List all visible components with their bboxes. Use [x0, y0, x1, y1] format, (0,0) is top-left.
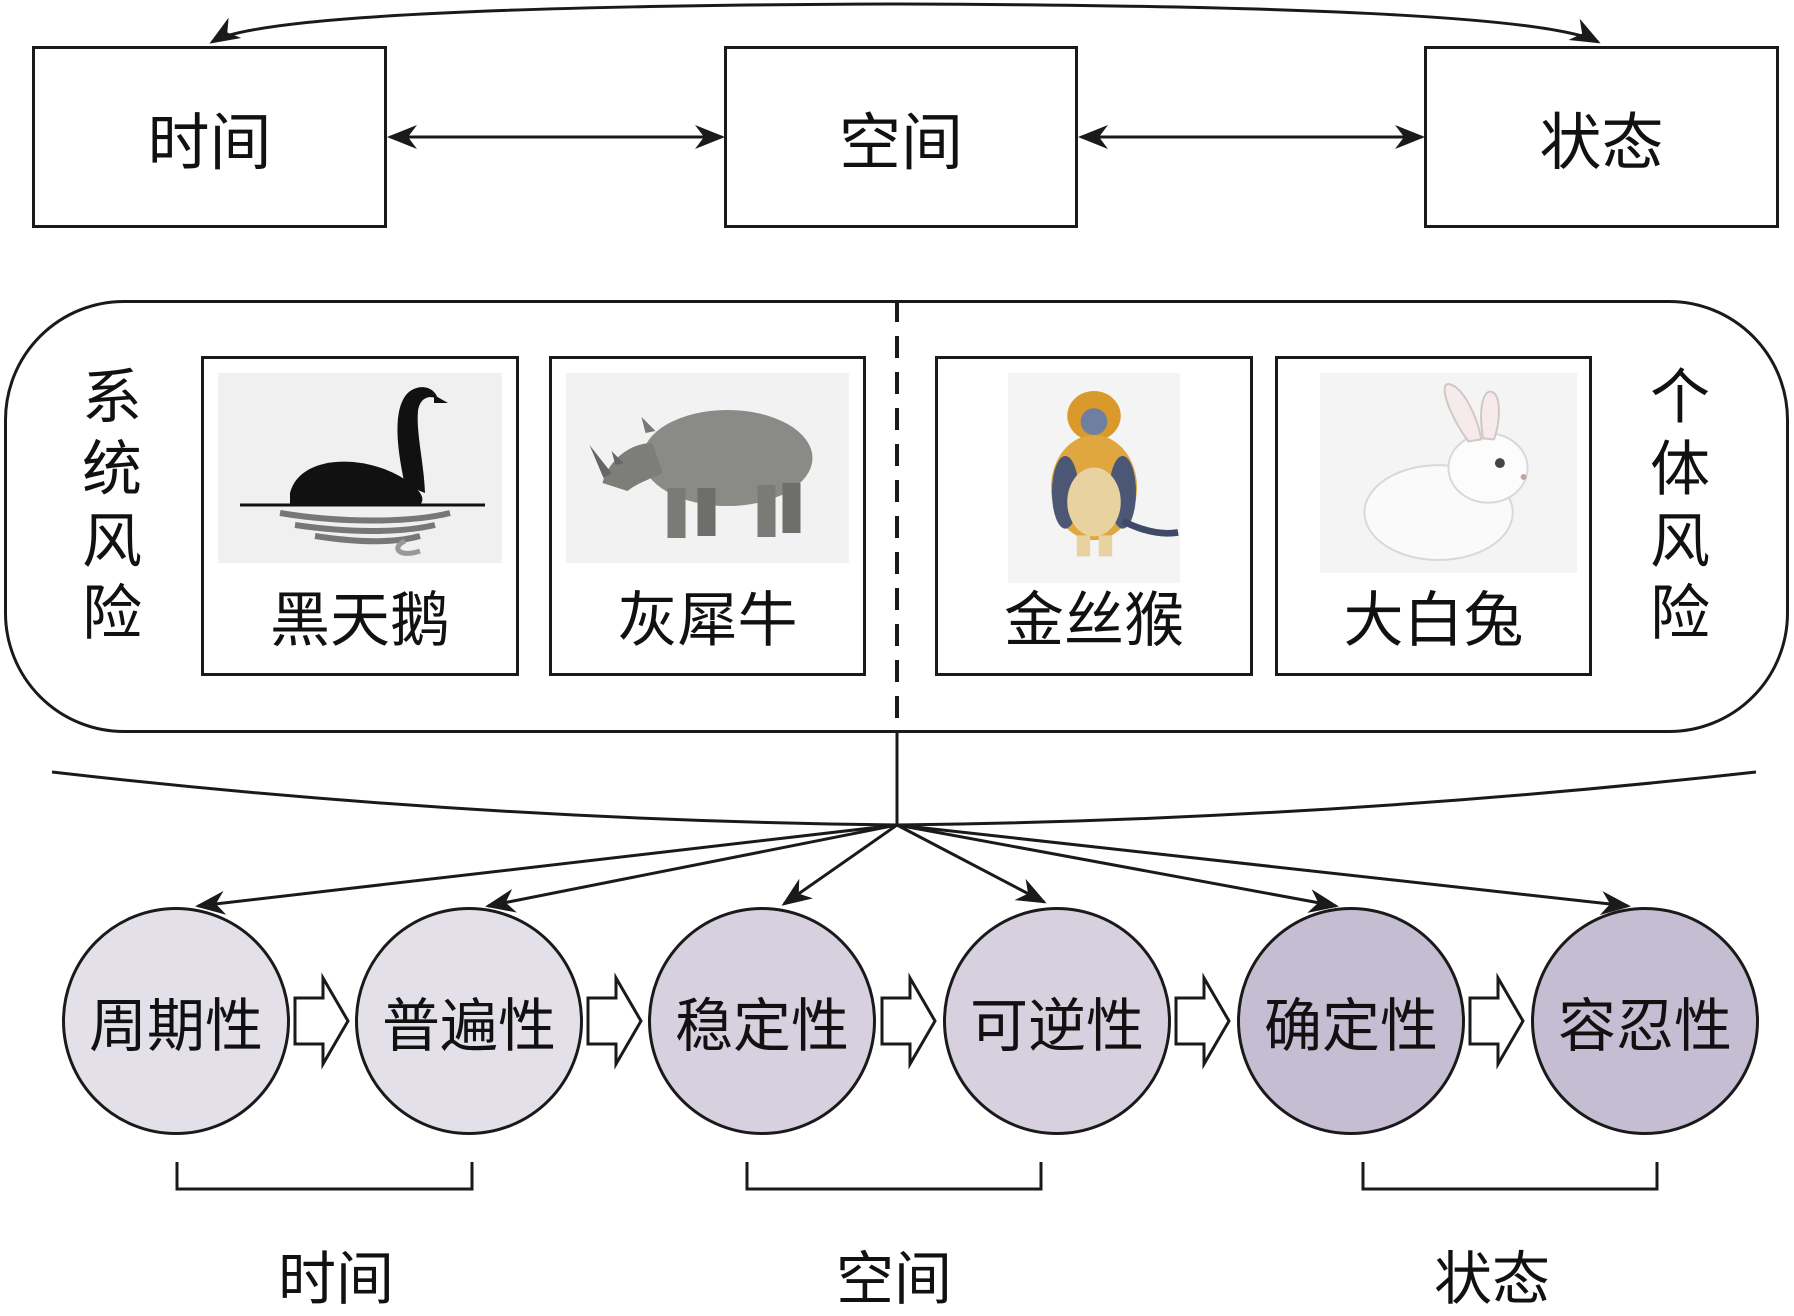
white-rabbit-icon — [1320, 373, 1577, 573]
block-arrow — [293, 972, 350, 1070]
space-box: 空间 — [724, 46, 1078, 228]
systemic-risk-label: 系统风险 — [82, 363, 142, 649]
card-white-rabbit: 大白兔 — [1275, 356, 1592, 676]
golden-monkey-icon — [1008, 373, 1180, 583]
brace-curve — [51, 770, 1757, 827]
block-arrow — [586, 972, 643, 1070]
black-swan-icon — [218, 373, 502, 563]
block-arrow — [880, 972, 937, 1070]
property-universality: 普遍性 — [355, 907, 583, 1135]
fan-arrow — [781, 823, 898, 906]
property-tolerance: 容忍性 — [1531, 907, 1759, 1135]
card-golden-monkey: 金丝猴 — [935, 356, 1253, 676]
card-label: 大白兔 — [1343, 586, 1524, 656]
card-label: 灰犀牛 — [617, 586, 798, 656]
individual-risk-label: 个体风险 — [1650, 363, 1710, 649]
property-certainty: 确定性 — [1237, 907, 1465, 1135]
time-box: 时间 — [32, 46, 387, 228]
fan-arrow — [896, 823, 1339, 913]
group-space-label: 空间 — [835, 1245, 952, 1313]
fan-arrow — [896, 823, 1631, 915]
property-periodicity: 周期性 — [62, 907, 290, 1135]
block-arrow — [1174, 972, 1231, 1070]
block-arrow — [1468, 972, 1525, 1070]
group-bracket-space — [745, 1162, 1043, 1191]
fan-arrow — [485, 823, 898, 913]
card-label: 金丝猴 — [1004, 586, 1184, 656]
state-box: 状态 — [1424, 46, 1779, 228]
fan-arrow — [896, 823, 1047, 904]
top-arc-arrow — [209, 2, 1601, 44]
grey-rhino-icon — [566, 373, 849, 563]
group-time-label: 时间 — [277, 1245, 394, 1313]
card-grey-rhino: 灰犀牛 — [549, 356, 866, 676]
group-state-label: 状态 — [1433, 1245, 1550, 1313]
group-bracket-state — [1361, 1162, 1659, 1191]
card-black-swan: 黑天鹅 — [201, 356, 519, 676]
group-bracket-time — [175, 1162, 474, 1191]
card-label: 黑天鹅 — [270, 586, 450, 656]
fan-arrow — [195, 823, 898, 915]
property-stability: 稳定性 — [648, 907, 876, 1135]
property-reversibility: 可逆性 — [943, 907, 1171, 1135]
